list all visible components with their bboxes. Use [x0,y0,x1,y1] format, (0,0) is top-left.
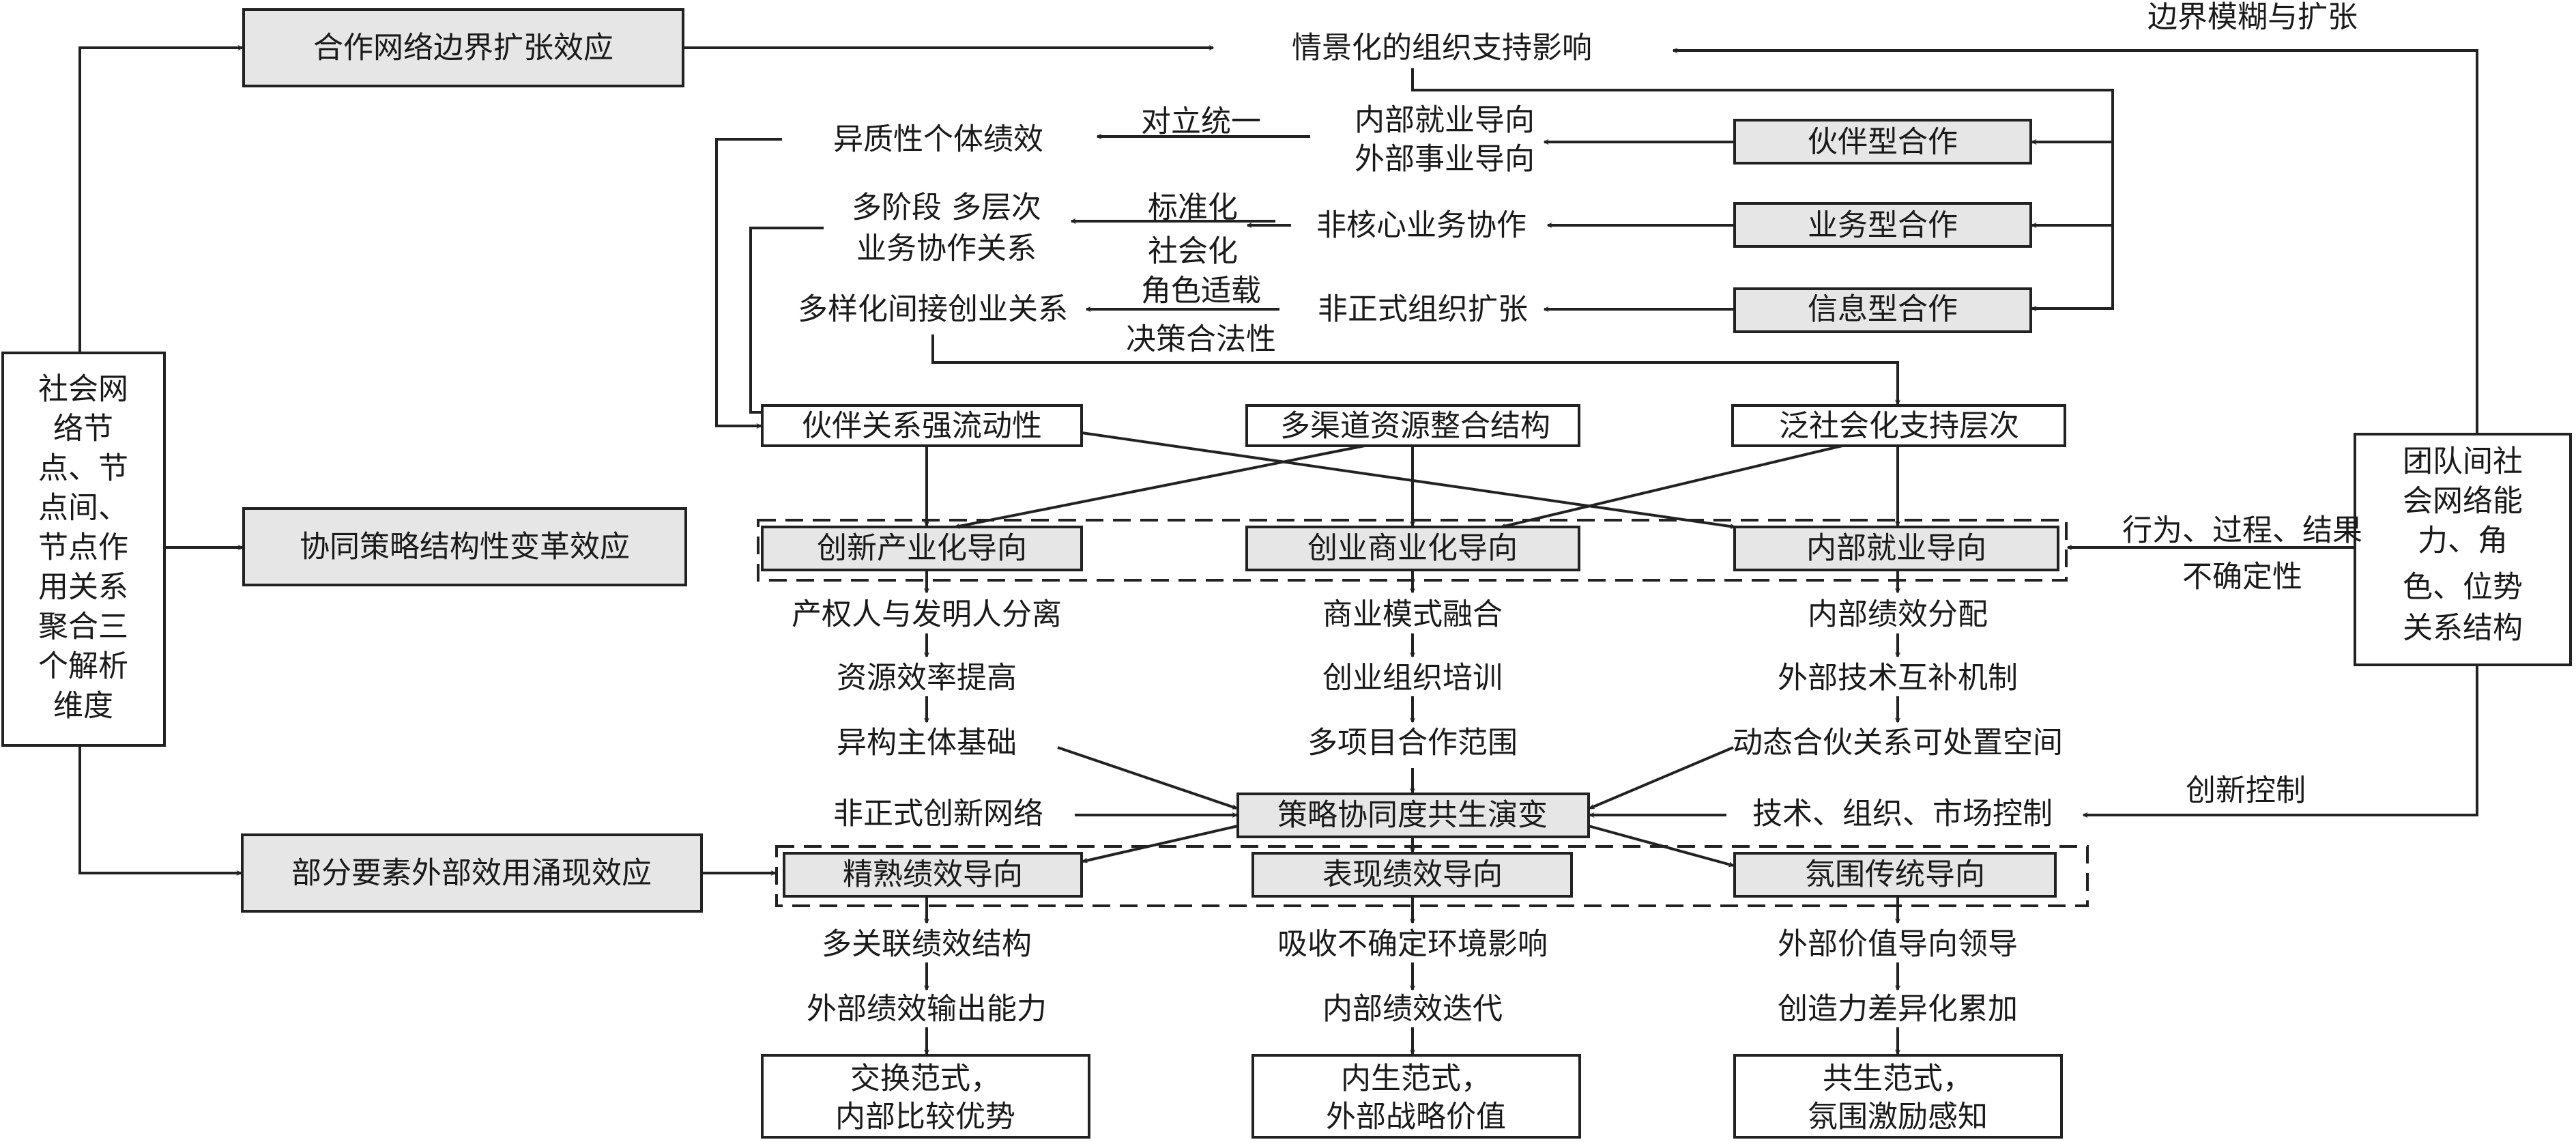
refined-perf-box [783,852,1083,898]
col2-step: 创业组织培训 [1322,661,1503,696]
expressive-perf-label: 表现绩效导向 [1322,857,1503,892]
strategy-coevolution-box [1236,793,1590,838]
bottom-col1-step: 多关联绩效结构 [822,927,1032,962]
business-coop-box [1733,202,2032,248]
atmosphere-label: 氛围传统导向 [1805,857,1985,892]
atmosphere-box [1733,852,2057,898]
paradigm-endogenous-box [1251,1054,1581,1139]
startup-commercial-box [1245,526,1580,571]
strategy-coevolution-label: 策略协同度共生演变 [1277,798,1548,833]
left-box-line: 点间、 [38,491,128,526]
left-box-line: 络节 [53,412,113,446]
paradigm-exchange-line2: 内部比较优势 [835,1100,1015,1134]
right-box-line: 色、位势 [2403,570,2523,605]
boundary-blur-label: 边界模糊与扩张 [2147,0,2358,35]
informal-expand-label: 非正式组织扩张 [1318,292,1528,327]
boundary-expansion-effect-box [242,8,684,87]
pan-social-box [1731,404,2066,447]
decision-legit-label: 决策合法性 [1126,322,1276,357]
paradigm-exchange-line1: 交换范式， [850,1061,1000,1096]
right-box-line: 团队间社 [2403,444,2523,479]
internal-employment-guide-box [1733,526,2059,571]
paradigm-endogenous-line1: 内生范式， [1341,1061,1491,1096]
situational-support-label: 情景化的组织支持影响 [1292,31,1592,66]
right-box-line: 力、角 [2418,524,2508,558]
role-adapt-label: 角色适载 [1141,274,1261,309]
external-career-label: 外部事业导向 [1355,142,1535,177]
startup-commercial-label: 创业商业化导向 [1307,531,1518,566]
col1-step: 异构主体基础 [837,726,1017,760]
socialization-label: 社会化 [1148,234,1238,269]
right-box-line: 会网络能 [2403,484,2523,519]
left-box-line: 点、节 [38,451,128,486]
col3-step: 内部绩效分配 [1808,597,1988,632]
informal-network-label: 非正式创新网络 [833,797,1043,831]
left-box-line: 聚合三 [38,610,128,644]
partner-mobility-box [761,404,1083,447]
left-box-line: 社会网 [38,372,128,407]
partner-coop-label: 伙伴型合作 [1808,125,1958,160]
innov-industrial-box [761,526,1083,571]
performance-dashed-group [775,845,2089,907]
business-collab-label: 业务协作关系 [856,231,1037,266]
innovation-control-label: 创新控制 [2186,773,2306,808]
bottom-col2-step: 吸收不确定环境影响 [1277,927,1548,962]
multichannel-box [1245,404,1580,447]
innov-industrial-label: 创新产业化导向 [817,531,1027,566]
structural-change-effect-label: 协同策略结构性变革效应 [300,530,630,565]
refined-perf-label: 精熟绩效导向 [843,857,1023,892]
left-box-line: 维度 [53,689,113,724]
partner-mobility-label: 伙伴关系强流动性 [802,409,1042,444]
diverse-indirect-label: 多样化间接创业关系 [798,292,1068,327]
externality-emergence-effect-label: 部分要素外部效用涌现效应 [291,856,652,891]
uncertainty-label: 行为、过程、结果 [2122,513,2362,548]
connectors [78,48,2478,1054]
externality-emergence-effect-box [241,833,703,913]
paradigm-endogenous-line2: 外部战略价值 [1326,1100,1506,1134]
right-box-line: 关系结构 [2403,611,2523,646]
boundary-expansion-effect-label: 合作网络边界扩张效应 [313,31,613,66]
col2-step: 多项目合作范围 [1307,726,1518,760]
col2-step: 商业模式融合 [1322,597,1503,632]
col1-step: 资源效率提高 [837,661,1017,696]
left-dimension-box [1,352,166,747]
opposition-unity-label: 对立统一 [1141,104,1261,139]
left-box-line: 节点作 [38,530,128,565]
left-box-line: 个解析 [38,649,128,684]
paradigm-symbiotic-box [1733,1054,2063,1139]
business-coop-label: 业务型合作 [1808,208,1958,243]
multi-stage-label: 多阶段 多层次 [852,190,1041,225]
internal-employment-guide-label: 内部就业导向 [1806,531,1986,566]
non-core-label: 非核心业务协作 [1316,208,1526,243]
pan-social-label: 泛社会化支持层次 [1779,409,2019,444]
info-coop-label: 信息型合作 [1808,292,1958,327]
col3-step: 动态合伙关系可处置空间 [1733,726,2063,760]
uncertainty-label-2: 不确定性 [2182,560,2302,595]
bottom-col3-step: 创造力差异化累加 [1778,992,2018,1027]
right-network-ability-box [2354,433,2572,666]
hetero-performance-label: 异质性个体绩效 [833,122,1043,157]
standardization-label: 标准化 [1148,190,1238,225]
left-box-line: 用关系 [38,570,128,605]
internal-employment-label: 内部就业导向 [1355,103,1535,138]
multichannel-label: 多渠道资源整合结构 [1280,409,1550,444]
structural-change-effect-box [242,507,687,586]
expressive-perf-box [1251,852,1573,898]
paradigm-symbiotic-line1: 共生范式， [1823,1061,1973,1096]
paradigm-symbiotic-line2: 氛围激励感知 [1808,1100,1988,1134]
bottom-col3-step: 外部价值导向领导 [1778,927,2018,962]
paradigm-exchange-box [761,1054,1090,1139]
bottom-col2-step: 内部绩效迭代 [1322,992,1503,1027]
bottom-col1-step: 外部绩效输出能力 [807,992,1047,1027]
col3-step: 外部技术互补机制 [1778,661,2018,696]
tech-control-label: 技术、组织、市场控制 [1752,797,2053,831]
col1-step: 产权人与发明人分离 [792,597,1062,632]
